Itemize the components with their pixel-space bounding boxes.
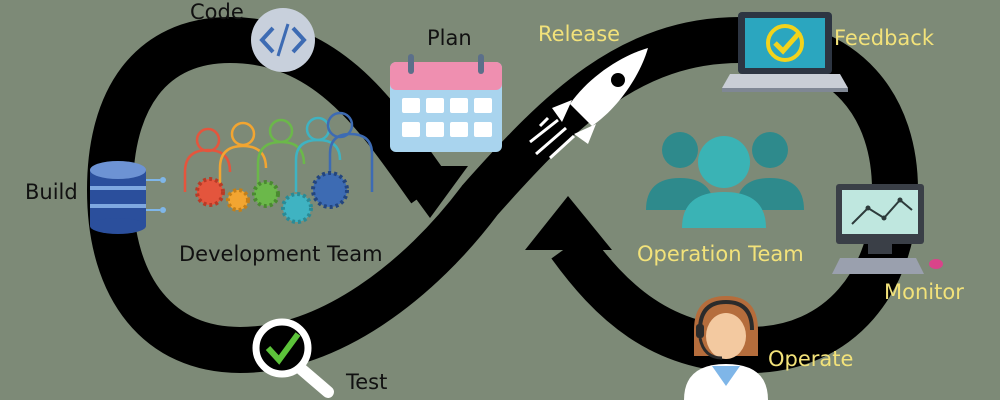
up-arrowhead — [525, 196, 612, 250]
label-development-team: Development Team — [179, 242, 383, 266]
magnifier-check-icon — [252, 318, 334, 398]
label-feedback: Feedback — [834, 26, 935, 50]
down-arrowhead — [392, 166, 468, 218]
calendar-icon — [390, 54, 502, 152]
laptop-check-icon — [722, 12, 848, 92]
code-icon — [251, 8, 315, 72]
label-plan: Plan — [427, 26, 472, 50]
label-build: Build — [25, 180, 78, 204]
label-monitor: Monitor — [884, 280, 964, 304]
label-test: Test — [346, 370, 388, 394]
operator-headset-icon — [684, 296, 768, 400]
infinity-loop — [86, 16, 919, 374]
label-operation-team: Operation Team — [637, 242, 804, 266]
rocket-icon — [529, 48, 648, 160]
people-icon — [646, 132, 804, 228]
team-gears-icon — [183, 111, 374, 224]
label-code: Code — [190, 0, 244, 24]
monitor-chart-icon — [832, 184, 943, 274]
label-operate: Operate — [768, 347, 854, 371]
label-release: Release — [538, 22, 621, 46]
database-icon — [90, 161, 166, 234]
